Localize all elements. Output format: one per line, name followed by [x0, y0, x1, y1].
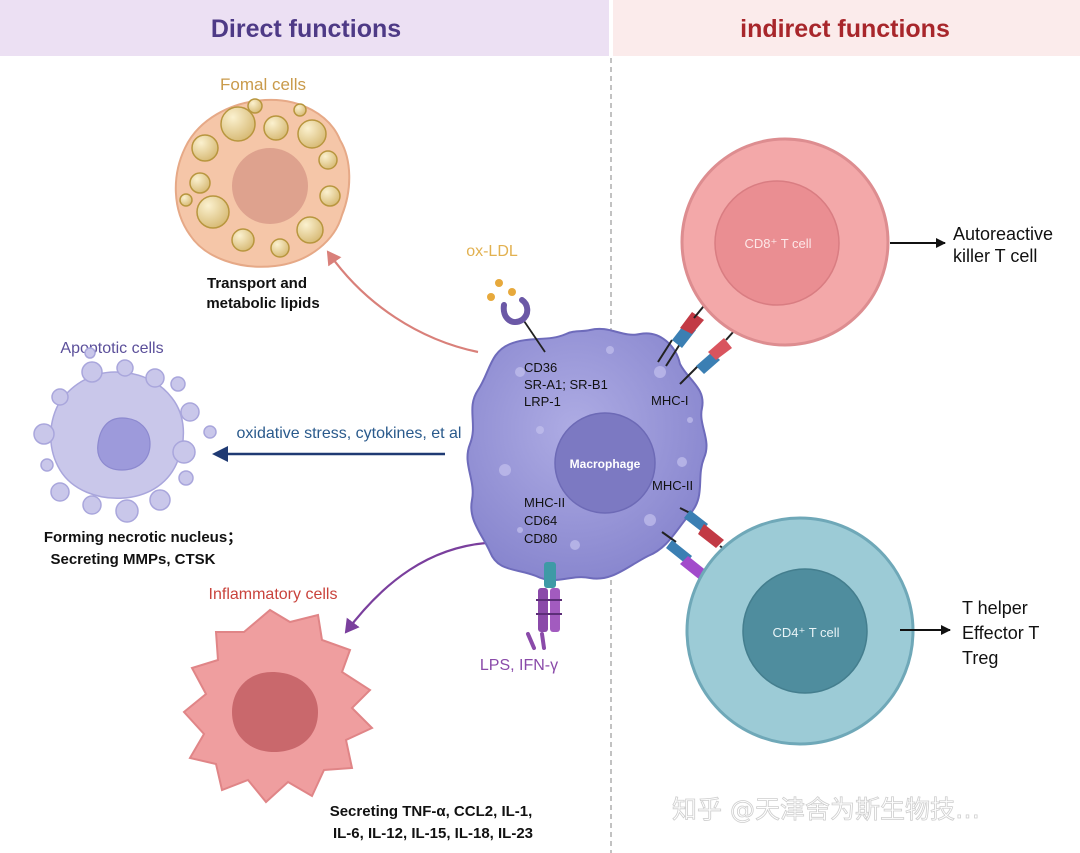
mhc2-label: MHC-II: [652, 478, 693, 493]
arrow-to-foam-cell: [326, 250, 479, 354]
inflammatory-caption-2: IL-6, IL-12, IL-15, IL-18, IL-23: [333, 825, 533, 842]
cd8-t-cell: CD8⁺ T cell: [680, 137, 890, 347]
cd4-t-cell: CD4⁺ T cell: [685, 516, 915, 746]
lps-ifn-label: LPS, IFN-γ: [480, 657, 558, 674]
receptor-cd36: CD36: [524, 360, 557, 375]
cd8-nucleus: [714, 180, 840, 306]
macrophage-nucleus: [554, 412, 656, 514]
cd36-receptor-icon: [500, 297, 546, 353]
indirect-header-title: indirect functions: [740, 15, 950, 43]
cd8-output-1: Autoreactive: [953, 224, 1053, 244]
cd4-output-3: Treg: [962, 648, 998, 668]
receptor-sr: SR-A1; SR-B1: [524, 377, 608, 392]
receptor-cd64: CD64: [524, 513, 557, 528]
macrophage-vesicles: [499, 346, 693, 550]
ox-ldl-particles: [487, 279, 516, 301]
apoptotic-cell-title: Apoptotic cells: [60, 340, 163, 357]
cd8-output-2: killer T cell: [953, 246, 1037, 266]
macrophage-label: Macrophage: [570, 457, 641, 471]
mhc1-label: MHC-I: [651, 393, 689, 408]
foam-cell-nucleus: [232, 148, 308, 224]
inflammatory-cell-title: Inflammatory cells: [209, 586, 338, 603]
indirect-header: indirect functions: [613, 0, 1080, 56]
cd4-output-2: Effector T: [962, 623, 1039, 643]
apoptotic-caption-1: Forming necrotic nucleus；: [44, 529, 242, 546]
lipid-droplets: [179, 98, 341, 258]
inflammatory-cell: [182, 608, 374, 804]
receptor-lrp1: LRP-1: [524, 394, 561, 409]
watermark: 知乎 @天津舍为斯生物技…: [672, 795, 980, 824]
tlr-receptor-icon: [526, 562, 562, 650]
foam-cell: [174, 98, 351, 268]
receptor-mhc2-left: MHC-II: [524, 495, 565, 510]
oxidative-stress-label: oxidative stress, cytokines, et al: [237, 425, 462, 442]
mhc1-tcr-complex-1: [657, 295, 713, 367]
cd8-label: CD8⁺ T cell: [744, 236, 811, 251]
direct-header-title: Direct functions: [211, 15, 401, 43]
foam-cell-caption-2: metabolic lipids: [206, 295, 319, 312]
cd4-label: CD4⁺ T cell: [772, 625, 839, 640]
ox-ldl-label: ox-LDL: [466, 243, 518, 260]
inflammatory-caption-1: Secreting TNF-α, CCL2, IL-1,: [330, 803, 533, 820]
macrophage-cell: Macrophage: [466, 327, 708, 581]
apoptotic-nucleus: [97, 417, 151, 471]
apoptotic-caption-2: Secreting MMPs, CTSK: [50, 551, 215, 568]
receptor-cd80: CD80: [524, 531, 557, 546]
arrow-to-inflammatory-cell: [344, 541, 487, 634]
cd4-nucleus: [742, 568, 868, 694]
cd4-output-1: T helper: [962, 598, 1028, 618]
direct-header: Direct functions: [0, 0, 609, 56]
inflammatory-nucleus: [232, 672, 318, 752]
foam-cell-title: Fomal cells: [220, 75, 306, 94]
foam-cell-caption-1: Transport and: [207, 275, 307, 292]
